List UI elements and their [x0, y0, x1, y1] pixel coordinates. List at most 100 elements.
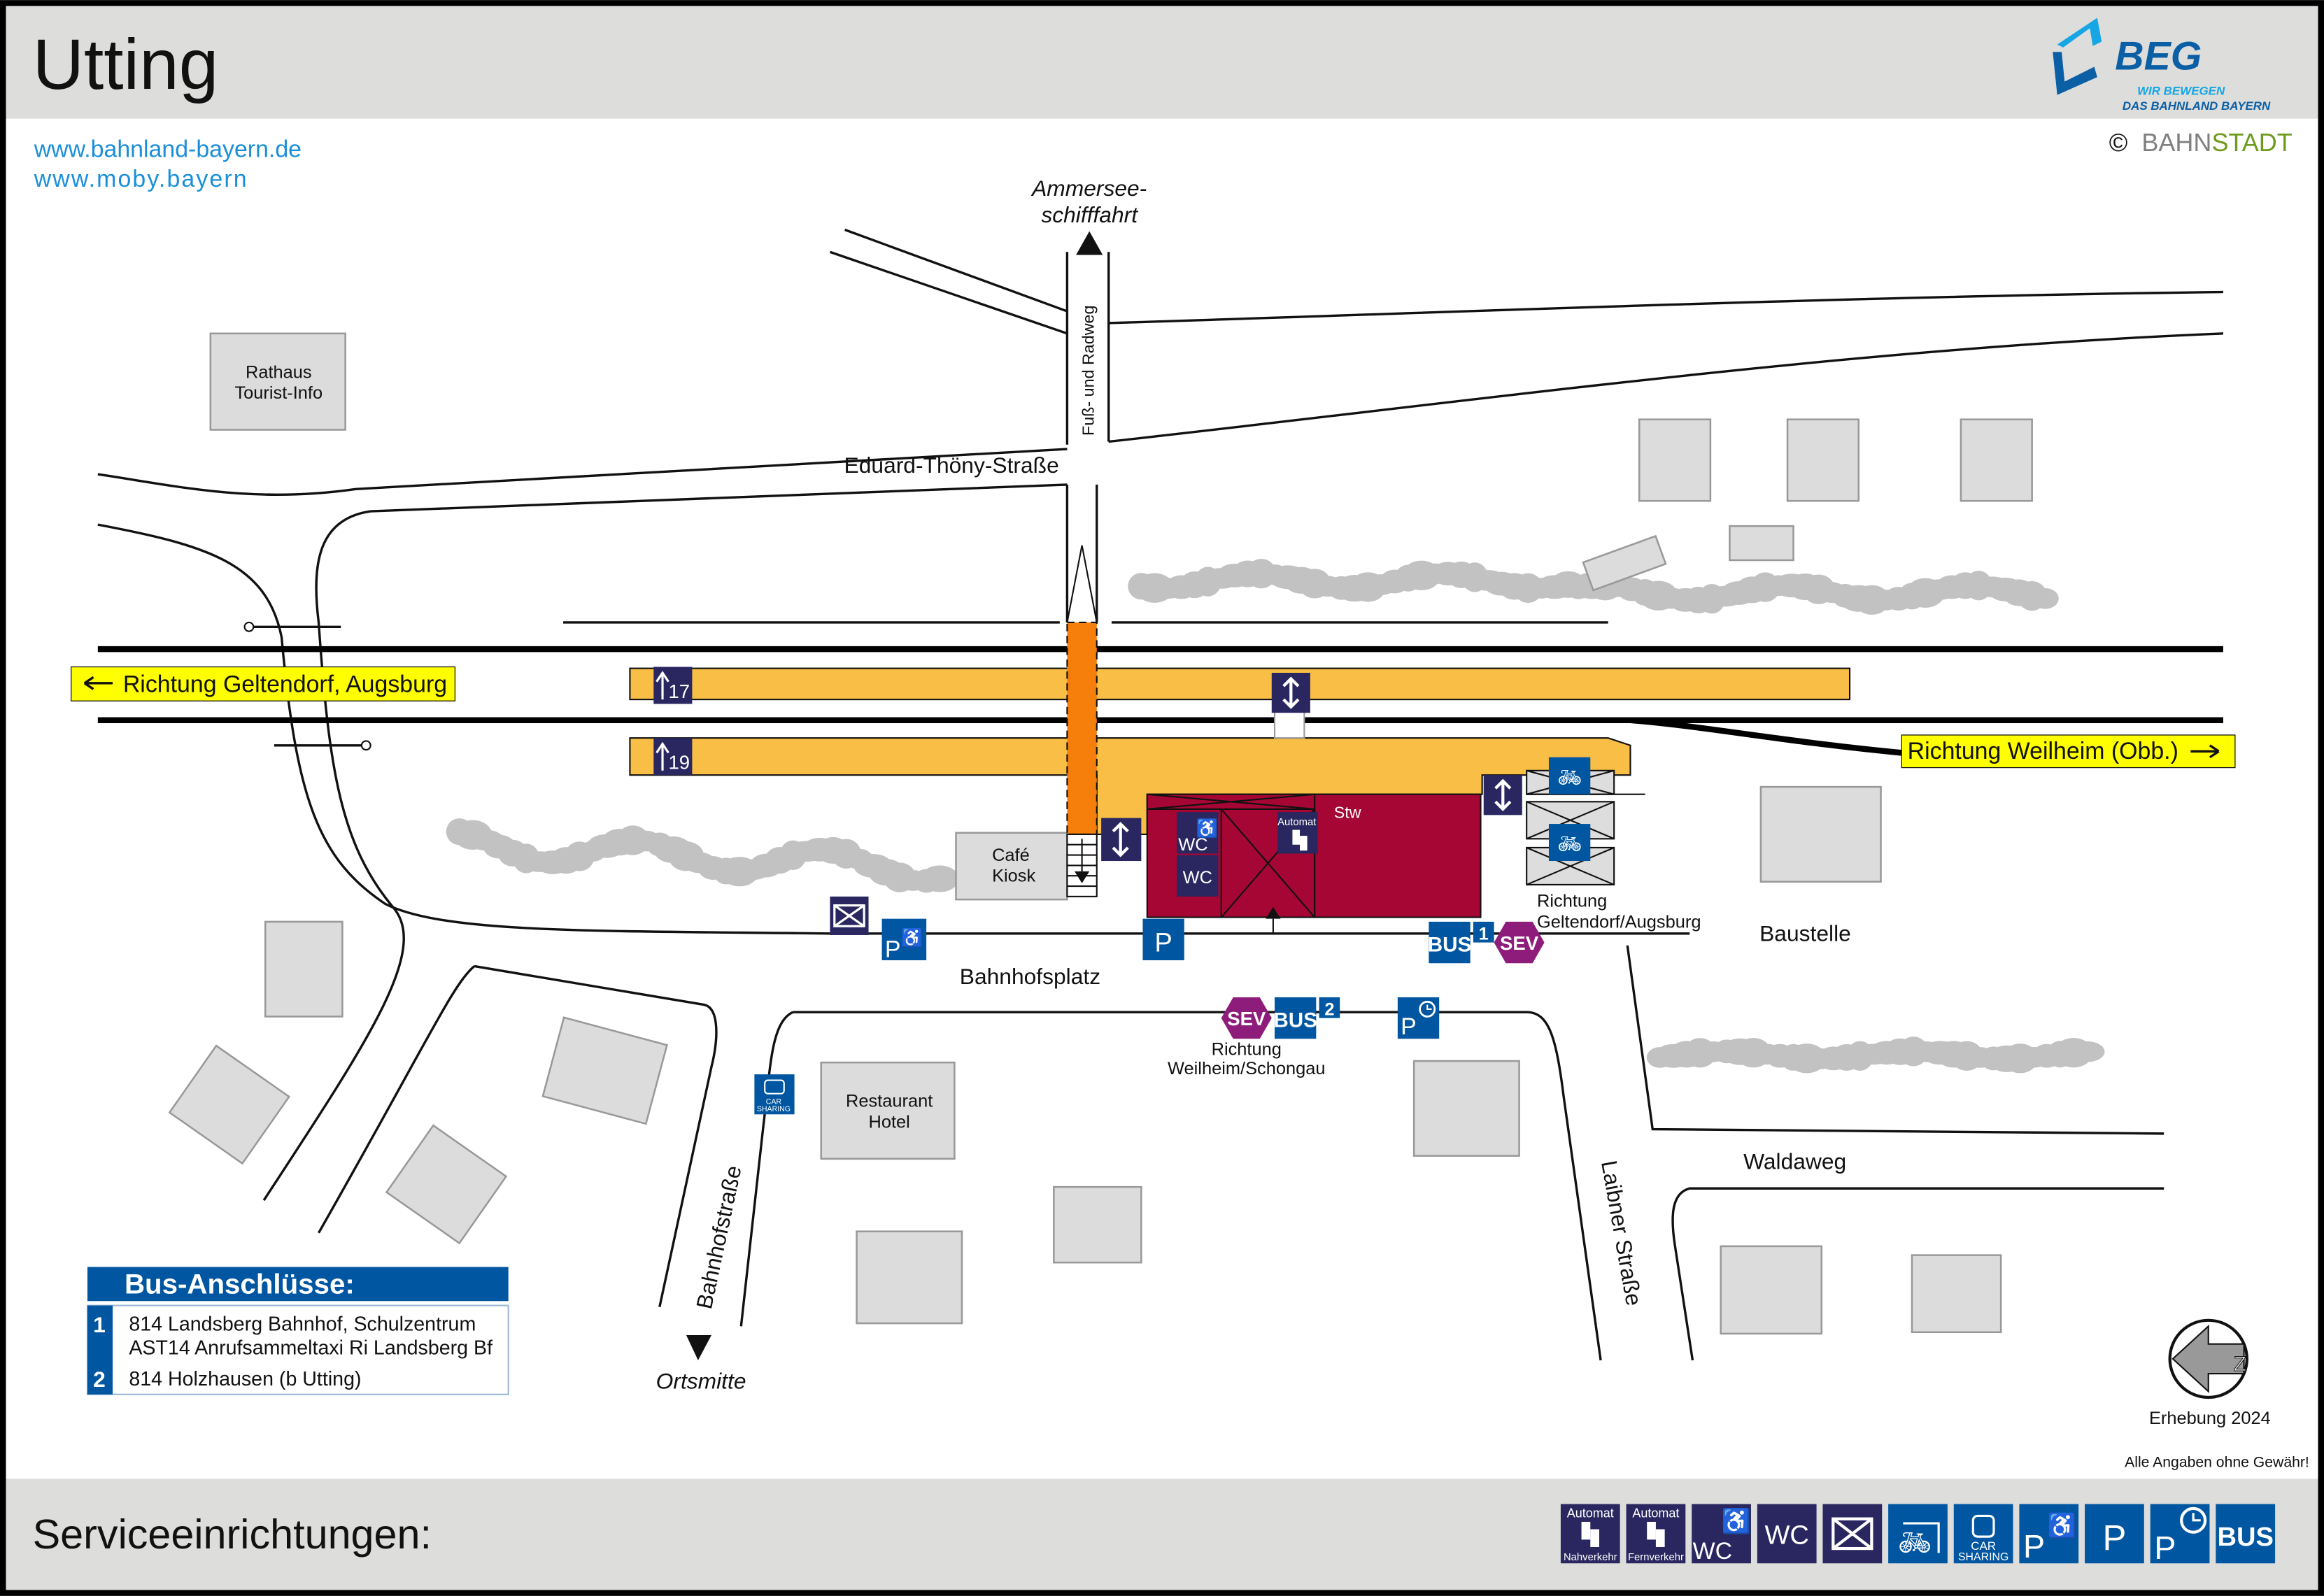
- svg-text:Stw: Stw: [1334, 804, 1361, 822]
- svg-text:P: P: [2102, 1518, 2126, 1558]
- svg-text:♿: ♿: [1196, 818, 1219, 839]
- platform-sign-19: 19: [653, 738, 693, 776]
- svg-text:Rathaus: Rathaus: [246, 362, 312, 382]
- mail-icon: [830, 896, 869, 935]
- svg-text:Geltendorf/Augsburg: Geltendorf/Augsburg: [1537, 912, 1701, 932]
- svg-text:P: P: [885, 936, 901, 963]
- roads: [97, 228, 2224, 1361]
- svg-text:Restaurant: Restaurant: [846, 1092, 933, 1111]
- elevator-icon: [1101, 818, 1142, 862]
- beg-logo: BEG WIR BEWEGEN DAS BAHNLAND BAYERN: [2053, 17, 2271, 113]
- svg-text:17: 17: [668, 681, 690, 702]
- footer-title: Serviceeinrichtungen:: [33, 1511, 432, 1558]
- svg-text:WC: WC: [1693, 1538, 1732, 1565]
- svg-text:P: P: [1154, 927, 1172, 957]
- svg-text:Richtung Weilheim (Obb.): Richtung Weilheim (Obb.): [1908, 738, 2178, 764]
- svg-text:P: P: [2154, 1530, 2176, 1566]
- svg-text:CAR: CAR: [766, 1097, 782, 1106]
- stairs: [1066, 833, 1098, 897]
- svg-text:Richtung: Richtung: [1537, 892, 1607, 911]
- svg-text:2: 2: [1324, 999, 1334, 1019]
- header-band: [4, 4, 2320, 119]
- svg-text:Bus-Anschlüsse:: Bus-Anschlüsse:: [125, 1269, 355, 1300]
- tree-blob: [2032, 587, 2059, 609]
- svg-text:©: ©: [2109, 128, 2128, 157]
- svg-text:1: 1: [1479, 924, 1489, 943]
- svg-text:Kiosk: Kiosk: [992, 867, 1035, 886]
- svg-text:BAHNSTADT: BAHNSTADT: [2141, 128, 2292, 157]
- svg-text:1: 1: [93, 1312, 106, 1337]
- bus-stop-1: BUS 1 SEV Richtung Geltendorf/Augsburg: [1428, 892, 1701, 964]
- area-baustelle: Baustelle: [1759, 920, 1851, 946]
- svg-text:♿: ♿: [1722, 1508, 1751, 1535]
- svg-text:Nahverkehr: Nahverkehr: [1564, 1552, 1617, 1563]
- direction-west: Richtung Geltendorf, Augsburg: [71, 666, 456, 701]
- svg-text:WC: WC: [1764, 1520, 1809, 1551]
- svg-text:Automat: Automat: [1277, 817, 1317, 828]
- wc-icon: WC: [1177, 855, 1219, 897]
- tree-blob: [920, 865, 959, 892]
- restaurant-hotel: Restaurant Hotel: [820, 1061, 956, 1160]
- platform-sign-17: 17: [653, 667, 693, 704]
- bicycle-parking-icon: 🚲︎: [1888, 1504, 1948, 1564]
- tree-blob: [2069, 1041, 2105, 1062]
- parking-icon: P: [2085, 1504, 2144, 1564]
- svg-text:Richtung Geltendorf, Augsburg: Richtung Geltendorf, Augsburg: [123, 671, 447, 698]
- svg-text:P: P: [2023, 1528, 2045, 1565]
- street-eduard-thoeny: Eduard-Thöny-Straße: [844, 453, 1059, 478]
- svg-text:SHARING: SHARING: [1958, 1551, 2008, 1563]
- svg-text:SHARING: SHARING: [757, 1105, 791, 1113]
- svg-text:🚲︎: 🚲︎: [1557, 767, 1582, 788]
- wc-icon: WC: [1757, 1504, 1817, 1564]
- accessible-wc-icon: WC ♿: [1692, 1504, 1751, 1565]
- svg-text:CAR: CAR: [1971, 1539, 1996, 1553]
- car-sharing-icon: CAR SHARING: [754, 1074, 795, 1115]
- mail-icon: [1822, 1504, 1883, 1564]
- footbridge-ramp: [1066, 545, 1098, 623]
- rathaus-tourist-info: Rathaus Tourist-Info: [209, 332, 346, 431]
- bus-icon: BUS: [2216, 1504, 2276, 1564]
- svg-text:Weilheim/Schongau: Weilheim/Schongau: [1168, 1059, 1325, 1078]
- svg-text:WIR BEWEGEN: WIR BEWEGEN: [2137, 85, 2225, 98]
- svg-text:BUS: BUS: [1428, 933, 1472, 956]
- elevator-icon: [1271, 672, 1310, 713]
- footbridge: [1066, 621, 1098, 835]
- bus-stop-2: SEV BUS 2 Richtung Weilheim/Schongau: [1168, 997, 1340, 1078]
- svg-text:Ammersee-: Ammersee-: [1030, 176, 1147, 201]
- svg-text:Tourist-Info: Tourist-Info: [234, 383, 323, 403]
- short-term-parking-icon: P: [1397, 997, 1440, 1040]
- tracks: [97, 646, 2223, 756]
- north-arrow-icon: Z: [2168, 1318, 2248, 1399]
- svg-text:BUS: BUS: [2217, 1522, 2273, 1552]
- survey-year: Erhebung 2024: [2149, 1409, 2271, 1428]
- svg-text:schifffahrt: schifffahrt: [1041, 202, 1138, 227]
- buildings: [168, 418, 2033, 1335]
- accessible-wc-icon: WC ♿: [1177, 812, 1219, 855]
- station-title: Utting: [33, 24, 219, 104]
- square-bahnhofsplatz: Bahnhofsplatz: [960, 964, 1100, 989]
- platform-17: [629, 667, 1851, 701]
- accessible-parking-icon: P ♿: [881, 918, 927, 963]
- svg-text:SEV: SEV: [1500, 932, 1539, 954]
- street-waldaweg: Waldaweg: [1743, 1149, 1846, 1174]
- svg-text:♿: ♿: [2048, 1512, 2077, 1539]
- link-moby-bayern[interactable]: www.moby.bayern: [34, 166, 248, 192]
- svg-text:Ortsmitte: Ortsmitte: [656, 1368, 746, 1393]
- svg-text:BUS: BUS: [1273, 1009, 1317, 1032]
- svg-text:AST14 Anrufsammeltaxi Ri Lands: AST14 Anrufsammeltaxi Ri Landsberg Bf: [129, 1337, 493, 1360]
- svg-text:DAS BAHNLAND BAYERN: DAS BAHNLAND BAYERN: [2123, 99, 2271, 113]
- svg-text:Automat: Automat: [1632, 1506, 1679, 1520]
- svg-text:SEV: SEV: [1227, 1008, 1266, 1029]
- svg-text:19: 19: [668, 752, 690, 774]
- svg-text:www.bahnland-bayern.de: www.bahnland-bayern.de: [34, 136, 302, 163]
- svg-text:WC: WC: [1178, 835, 1207, 855]
- path-fuss-radweg: Fuß- und Radweg: [1079, 306, 1098, 436]
- direction-east: Richtung Weilheim (Obb.): [1901, 734, 2236, 769]
- parking-icon: P: [1142, 918, 1184, 960]
- link-bahnland-bayern[interactable]: www.bahnland-bayern.de: [34, 136, 302, 163]
- bicycle-parking-icon: 🚲︎ 🚲︎: [1526, 757, 1645, 885]
- svg-text:www.moby.bayern: www.moby.bayern: [34, 166, 248, 192]
- ticket-machine-icon: Automat: [1277, 812, 1318, 854]
